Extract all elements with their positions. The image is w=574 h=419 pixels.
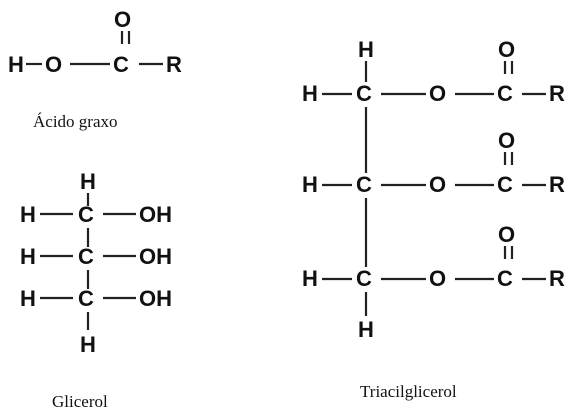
fa-atom-h: H [8, 52, 24, 77]
triacylglycerol-structure: H H C O C R O H C O C R [302, 37, 565, 342]
tg-atom-r2: R [549, 172, 565, 197]
gl-atom-c1: C [78, 202, 94, 227]
tg-atom-top-h: H [358, 37, 374, 62]
tg-atom-carbonyl-o1: O [498, 37, 515, 62]
tg-atom-r1: R [549, 81, 565, 106]
gl-atom-oh3: OH [139, 286, 172, 311]
gl-atom-h3: H [20, 286, 36, 311]
tg-atom-h3: H [302, 266, 318, 291]
tg-atom-cc3: C [497, 266, 513, 291]
tg-atom-o3: O [429, 266, 446, 291]
tg-atom-cc1: C [497, 81, 513, 106]
tg-atom-c3: C [356, 266, 372, 291]
tg-atom-carbonyl-o2: O [498, 128, 515, 153]
glycerol-structure: H H C OH H C OH H C OH H [20, 169, 172, 357]
tg-atom-c2: C [356, 172, 372, 197]
tg-atom-c1: C [356, 81, 372, 106]
tg-atom-cc2: C [497, 172, 513, 197]
gl-atom-h2: H [20, 244, 36, 269]
gl-atom-oh2: OH [139, 244, 172, 269]
tg-atom-r3: R [549, 266, 565, 291]
gl-atom-c3: C [78, 286, 94, 311]
tg-atom-bottom-h: H [358, 317, 374, 342]
gl-atom-h1: H [20, 202, 36, 227]
tg-atom-h2: H [302, 172, 318, 197]
fatty-acid-structure: H O C R O [8, 7, 182, 77]
caption-acido-graxo: Ácido graxo [33, 112, 118, 131]
fa-atom-o: O [45, 52, 62, 77]
caption-triacilglicerol: Triacilglicerol [360, 382, 457, 401]
tg-atom-carbonyl-o3: O [498, 222, 515, 247]
tg-atom-h1: H [302, 81, 318, 106]
gl-atom-bottom-h: H [80, 332, 96, 357]
gl-atom-c2: C [78, 244, 94, 269]
tg-atom-o1: O [429, 81, 446, 106]
fa-atom-carbonyl-o: O [114, 7, 131, 32]
fa-atom-r: R [166, 52, 182, 77]
tg-atom-o2: O [429, 172, 446, 197]
fa-atom-c: C [113, 52, 129, 77]
gl-atom-top-h: H [80, 169, 96, 194]
gl-atom-oh1: OH [139, 202, 172, 227]
caption-glicerol: Glicerol [52, 392, 108, 411]
